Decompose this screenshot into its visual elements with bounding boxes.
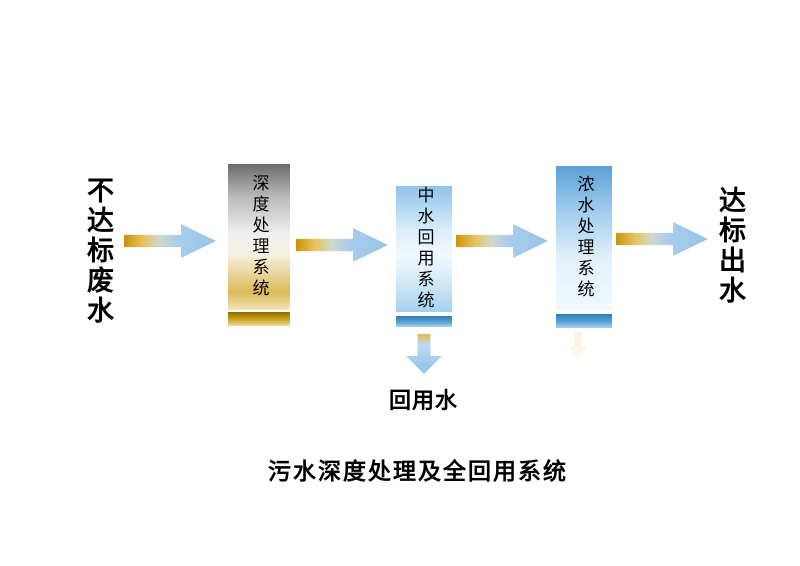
flow-arrow-conc-to-output (616, 222, 708, 256)
treatment-box-concentrate: 浓水处理系统 (556, 166, 612, 310)
input-label: 不达标废水 (83, 176, 113, 326)
treatment-box-reuse-label: 中水回用系统 (414, 186, 434, 312)
diagram-caption: 污水深度处理及全回用系统 (268, 458, 568, 484)
flow-arrow-mid-to-reuse (406, 334, 442, 374)
reuse-water-label: 回用水 (389, 388, 459, 413)
treatment-box-deep: 深度处理系统 (228, 164, 290, 310)
treatment-box-concentrate-base-bar (556, 314, 612, 328)
treatment-box-concentrate-label: 浓水处理系统 (574, 175, 594, 301)
output-label: 达标出水 (715, 186, 745, 306)
flow-arrow-deep-to-mid (296, 228, 388, 262)
treatment-box-deep-base-bar (228, 312, 290, 326)
faint-arrow-artifact (568, 332, 588, 358)
flow-arrow-mid-to-conc (456, 224, 548, 258)
flow-arrow-input-to-deep (124, 224, 216, 258)
treatment-box-reuse: 中水回用系统 (396, 186, 452, 312)
treatment-box-deep-label: 深度处理系统 (249, 174, 269, 300)
treatment-box-reuse-base-bar (396, 316, 452, 327)
